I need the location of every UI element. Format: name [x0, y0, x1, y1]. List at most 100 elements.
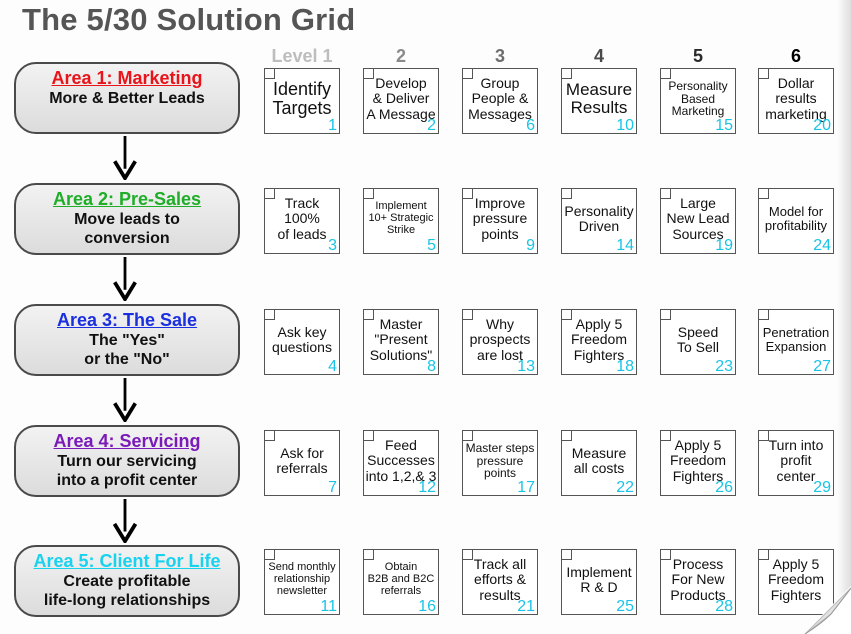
level-header-2: 2	[395, 46, 406, 66]
corner-box-icon	[363, 430, 374, 441]
area-description: More & Better Leads	[49, 90, 205, 107]
page-edge-shadow	[837, 0, 851, 634]
cell-text: Personality Driven	[564, 202, 634, 234]
corner-box-icon	[363, 68, 374, 79]
cell-number: 23	[715, 358, 733, 375]
cell-number: 17	[517, 479, 535, 496]
cell-text: Turn into profit center	[768, 437, 824, 484]
cell-text: Obtain B2B and B2C referrals	[367, 561, 435, 597]
corner-box-icon	[758, 68, 769, 79]
cell-text: Develop & Deliver A Message	[366, 75, 436, 122]
cell-text: Feed Successes into 1,2,& 3	[365, 437, 437, 484]
cell-number: 5	[427, 237, 436, 254]
cell-number: 11	[320, 598, 337, 615]
cell-number: 27	[813, 358, 831, 375]
page-title: The 5/30 Solution Grid	[22, 2, 356, 37]
corner-box-icon	[264, 309, 275, 320]
level-header-3: 3	[494, 46, 505, 66]
page-curl-icon	[803, 586, 851, 634]
cell-text: Large New Lead Sources	[666, 195, 730, 242]
cell-number: 7	[328, 479, 337, 496]
cell-text: Speed To Sell	[676, 323, 720, 355]
cell-text: Implement 10+ Strategic Strike	[368, 200, 434, 236]
cell-number: 14	[616, 237, 634, 254]
corner-box-icon	[660, 430, 671, 441]
cell-text: Apply 5 Freedom Fighters	[570, 316, 628, 363]
corner-box-icon	[462, 68, 473, 79]
corner-box-icon	[758, 188, 769, 199]
grid-cell: Penetration Expansion 27	[758, 309, 834, 375]
cell-number: 3	[328, 237, 337, 254]
area-title: Area 1: Marketing	[51, 68, 203, 88]
corner-box-icon	[264, 549, 275, 560]
corner-box-icon	[758, 430, 769, 441]
cell-text: Why prospects are lost	[469, 316, 531, 363]
corner-box-icon	[660, 68, 671, 79]
down-arrow-icon	[113, 257, 137, 301]
area-title: Area 3: The Sale	[56, 310, 198, 330]
cell-text: Measure Results	[565, 79, 633, 117]
cell-text: Personality Based Marketing	[668, 78, 728, 119]
corner-box-icon	[264, 430, 275, 441]
cell-text: Track all efforts & results	[473, 556, 527, 603]
area-description: Create profitable life-long relationship…	[43, 573, 211, 609]
cell-number: 8	[427, 358, 436, 375]
cell-text: Send monthly relationship newsletter	[268, 561, 336, 597]
corner-box-icon	[264, 188, 275, 199]
cell-number: 19	[715, 237, 733, 254]
cell-number: 12	[418, 479, 436, 496]
corner-box-icon	[462, 309, 473, 320]
level-header-6: 6	[790, 46, 801, 66]
cell-text: Master steps pressure points	[465, 440, 535, 481]
area-title: Area 2: Pre-Sales	[52, 189, 202, 209]
cell-number: 16	[418, 598, 436, 615]
grid-cell: Implement R & D 25	[561, 549, 637, 615]
corner-box-icon	[462, 188, 473, 199]
area-description: Move leads to conversion	[74, 211, 180, 247]
cell-number: 25	[616, 598, 634, 615]
corner-box-icon	[561, 188, 572, 199]
level-header-4: 4	[593, 46, 604, 66]
corner-box-icon	[561, 68, 572, 79]
corner-box-icon	[561, 549, 572, 560]
area-title: Area 4: Servicing	[53, 431, 201, 451]
corner-box-icon	[561, 430, 572, 441]
corner-box-icon	[462, 549, 473, 560]
cell-number: 21	[517, 598, 535, 615]
cell-text: Measure all costs	[571, 444, 627, 476]
grid-cell: Speed To Sell 23	[660, 309, 736, 375]
cell-text: Implement R & D	[566, 563, 632, 595]
cell-text: Penetration Expansion	[762, 324, 830, 354]
cell-number: 28	[715, 598, 733, 615]
area-description: Turn our servicing into a profit center	[56, 453, 198, 489]
cell-number: 24	[813, 237, 831, 254]
cell-number: 9	[526, 237, 535, 254]
level-header-1: Level 1	[271, 46, 333, 66]
level-header-5: 5	[692, 46, 703, 66]
down-arrow-icon	[112, 499, 138, 543]
area-description: The "Yes" or the "No"	[84, 332, 170, 368]
